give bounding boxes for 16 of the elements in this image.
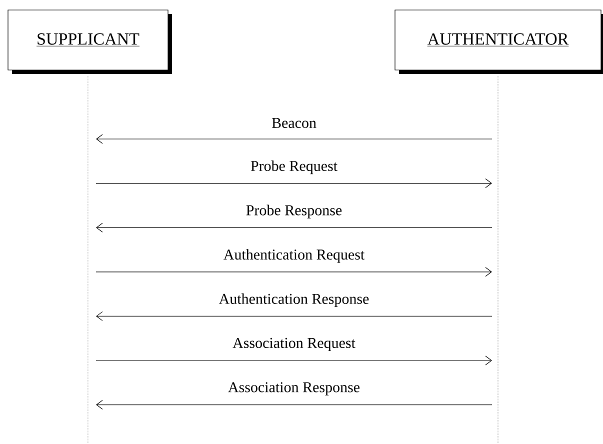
participant-box: SUPPLICANT [8,10,172,74]
edge-label: Authentication Response [218,293,369,307]
arrow [96,311,492,321]
arrow [96,222,492,232]
arrow [96,267,492,277]
edge-label: Probe Response [246,204,342,218]
edge-label: Beacon [272,118,316,128]
edge-label: Association Request [232,338,356,352]
arrow [96,178,492,188]
participant-box: AUTHENTICATOR [394,10,603,74]
arrow [96,400,492,410]
edge-label: Association Response [228,382,360,396]
edge-label: Authentication Request [224,249,365,263]
edge-label: Probe Request [250,160,338,174]
arrow [96,134,492,144]
arrow [96,356,492,366]
